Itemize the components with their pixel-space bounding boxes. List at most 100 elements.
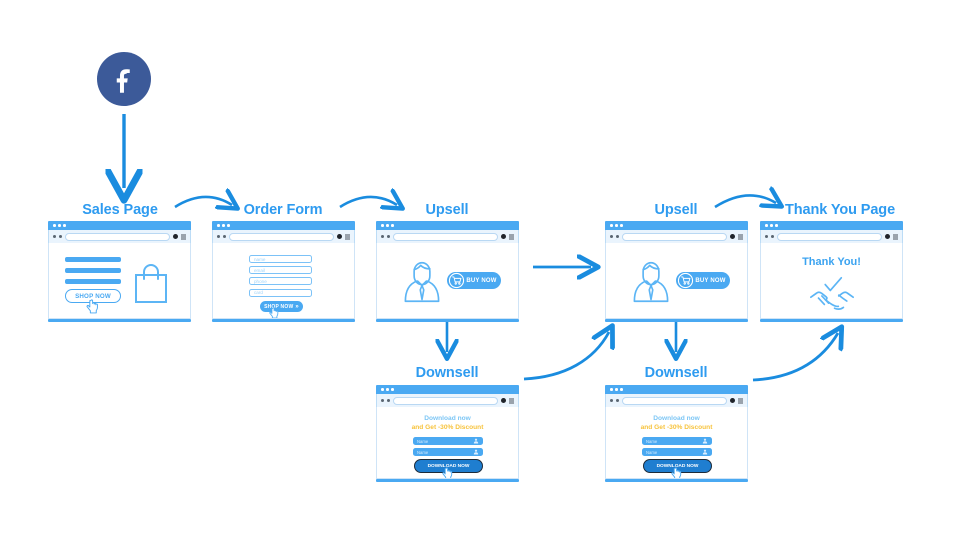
browser-titlebar	[760, 221, 903, 230]
text-bar	[65, 279, 121, 284]
window-dot	[775, 224, 778, 227]
window-dot	[610, 224, 613, 227]
node-label-thank-you-page: Thank You Page	[784, 202, 896, 218]
toolbar-right-icons[interactable]	[885, 233, 898, 240]
window-dot	[615, 388, 618, 391]
address-bar[interactable]	[777, 232, 882, 241]
toolbar-right-icons[interactable]	[501, 397, 514, 404]
browser-upsell-2[interactable]: BUY NOW	[605, 221, 748, 322]
connector-downsell-1-to-upsell-2	[523, 332, 609, 381]
browser-toolbar	[48, 230, 191, 243]
browser-toolbar	[605, 230, 748, 243]
menu-icon[interactable]	[738, 233, 743, 240]
window-dot	[381, 224, 384, 227]
browser-upsell-1[interactable]: BUY NOW	[376, 221, 519, 322]
menu-icon[interactable]	[893, 233, 898, 240]
window-shadow	[354, 252, 355, 318]
address-bar[interactable]	[65, 232, 170, 241]
field-name-2[interactable]: Name	[413, 448, 483, 456]
address-bar[interactable]	[229, 232, 334, 241]
window-shadow	[518, 416, 519, 478]
field-email[interactable]: email	[249, 266, 312, 275]
nav-buttons[interactable]	[217, 235, 226, 238]
nav-buttons[interactable]	[610, 235, 619, 238]
menu-icon[interactable]	[509, 233, 514, 240]
shopping-cart-icon	[677, 272, 694, 289]
window-shadow	[902, 252, 903, 318]
nav-buttons[interactable]	[765, 235, 774, 238]
thank-you-headline: Thank You!	[802, 256, 861, 268]
downsell-headline-line1: Download now	[653, 415, 700, 422]
browser-toolbar	[605, 394, 748, 407]
browser-order-form[interactable]: name email phone card SHOP NOW »	[212, 221, 355, 322]
menu-icon[interactable]	[738, 397, 743, 404]
browser-titlebar	[376, 221, 519, 230]
profile-icon[interactable]	[501, 398, 506, 403]
profile-icon[interactable]	[501, 234, 506, 239]
window-dot	[610, 388, 613, 391]
node-label-order-form: Order Form	[243, 202, 323, 218]
node-label-sales-page: Sales Page	[82, 202, 158, 218]
person-icon	[702, 449, 708, 455]
browser-titlebar	[605, 221, 748, 230]
cursor-hand-icon	[442, 467, 453, 478]
nav-buttons[interactable]	[610, 399, 619, 402]
toolbar-right-icons[interactable]	[730, 397, 743, 404]
menu-icon[interactable]	[345, 233, 350, 240]
nav-buttons[interactable]	[53, 235, 62, 238]
browser-sales-page[interactable]: SHOP NOW	[48, 221, 191, 322]
downsell-headline-line2: and Get -30% Discount	[411, 424, 484, 431]
window-dot	[381, 388, 384, 391]
person-icon	[702, 438, 708, 444]
window-shadow	[518, 252, 519, 318]
check-mark-icon	[824, 276, 843, 292]
page-content-upsell-2: BUY NOW	[605, 243, 748, 319]
profile-icon[interactable]	[730, 398, 735, 403]
toolbar-right-icons[interactable]	[730, 233, 743, 240]
field-name[interactable]: name	[249, 255, 312, 263]
window-base	[212, 319, 355, 322]
field-card[interactable]: card	[249, 288, 312, 297]
browser-toolbar	[376, 394, 519, 407]
browser-downsell-1[interactable]: Download now and Get -30% Discount Name …	[376, 385, 519, 482]
order-form-fields[interactable]: name email phone card	[249, 255, 312, 297]
page-content-order-form: name email phone card SHOP NOW »	[212, 243, 355, 319]
browser-downsell-2[interactable]: Download now and Get -30% Discount Name …	[605, 385, 748, 482]
window-shadow	[190, 252, 191, 318]
toolbar-right-icons[interactable]	[337, 233, 350, 240]
menu-icon[interactable]	[181, 233, 186, 240]
field-name-2[interactable]: Name	[642, 448, 712, 456]
page-content-downsell-1: Download now and Get -30% Discount Name …	[376, 407, 519, 479]
nav-buttons[interactable]	[381, 235, 390, 238]
address-bar[interactable]	[622, 396, 727, 405]
window-dot	[386, 224, 389, 227]
window-dot	[217, 224, 220, 227]
facebook-icon[interactable]	[97, 52, 151, 106]
window-dot	[227, 224, 230, 227]
downsell-fields[interactable]: Name Name	[413, 437, 483, 456]
browser-thank-you-page[interactable]: Thank You!	[760, 221, 903, 322]
downsell-fields[interactable]: Name Name	[642, 437, 712, 456]
profile-icon[interactable]	[173, 234, 178, 239]
shopping-bag-icon	[135, 264, 167, 303]
address-bar[interactable]	[393, 232, 498, 241]
field-name-1[interactable]: Name	[642, 437, 712, 445]
address-bar[interactable]	[622, 232, 727, 241]
address-bar[interactable]	[393, 396, 498, 405]
window-dot	[620, 224, 623, 227]
profile-icon[interactable]	[337, 234, 342, 239]
toolbar-right-icons[interactable]	[501, 233, 514, 240]
node-label-downsell-1: Downsell	[415, 365, 479, 381]
toolbar-right-icons[interactable]	[173, 233, 186, 240]
order-form-submit-button[interactable]: SHOP NOW »	[260, 301, 303, 312]
handshake-icon	[810, 276, 854, 310]
field-phone[interactable]: phone	[249, 277, 312, 286]
order-form-submit-label: SHOP NOW	[264, 303, 294, 310]
field-name-1[interactable]: Name	[413, 437, 483, 445]
profile-icon[interactable]	[885, 234, 890, 239]
menu-icon[interactable]	[509, 397, 514, 404]
profile-icon[interactable]	[730, 234, 735, 239]
field-name-1-label: Name	[417, 438, 429, 444]
nav-buttons[interactable]	[381, 399, 390, 402]
